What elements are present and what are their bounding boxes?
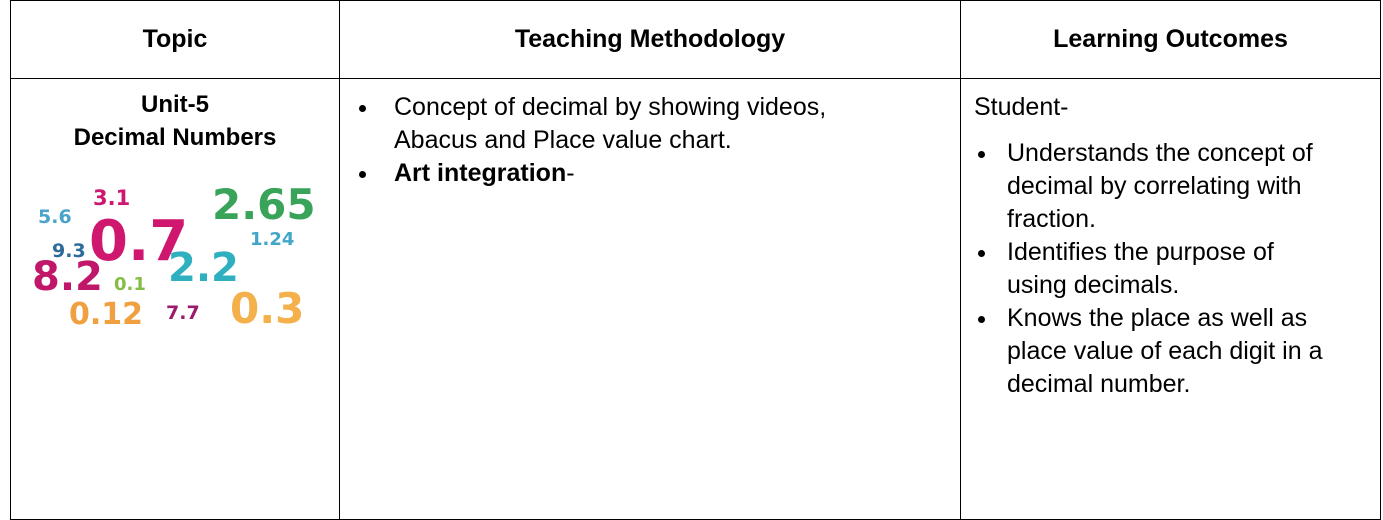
methodology-list: Concept of decimal by showing videos, Ab… [340, 79, 960, 190]
list-item: Art integration- [340, 157, 854, 190]
bullet-icon [978, 316, 985, 323]
illustration-number: 5.6 [38, 206, 72, 228]
illustration-number: 0.1 [114, 274, 146, 295]
illustration-number: 2.65 [212, 180, 316, 229]
bullet-icon [359, 171, 366, 178]
list-item: Understands the concept of decimal by co… [961, 137, 1337, 236]
topic-name: Decimal Numbers [73, 124, 277, 151]
illustration-number: 2.2 [168, 245, 239, 291]
outcome-text: Identifies the purpose of using decimals… [1007, 238, 1274, 299]
list-item: Knows the place as well as place value o… [961, 302, 1337, 401]
header-learning-outcomes: Learning Outcomes [960, 0, 1381, 79]
list-item: Identifies the purpose of using decimals… [961, 236, 1337, 302]
illustration-number: 3.1 [93, 186, 130, 210]
outcomes-list: Understands the concept of decimal by co… [961, 124, 1380, 401]
outcomes-intro: Student- [974, 93, 1069, 121]
illustration-number: 9.3 [52, 240, 86, 262]
lesson-plan-table: Topic Teaching Methodology Learning Outc… [10, 0, 1381, 520]
art-integration-label: Art integration [394, 159, 567, 187]
illustration-number: 8.2 [32, 254, 103, 300]
unit-label: Unit-5 [141, 91, 209, 118]
outcome-text: Understands the concept of decimal by co… [1007, 139, 1313, 233]
methodology-cell: Concept of decimal by showing videos, Ab… [339, 78, 961, 520]
illustration-number: 0.7 [89, 209, 188, 274]
bullet-icon [359, 105, 366, 112]
topic-cell: Unit-5 Decimal Numbers 5.6 3.1 2.65 9.3 … [10, 78, 340, 520]
header-topic: Topic [10, 0, 340, 79]
outcomes-cell: Student- Understands the concept of deci… [960, 78, 1381, 520]
outcome-text: Knows the place as well as place value o… [1007, 304, 1323, 398]
illustration-number: 0.12 [69, 297, 143, 332]
bullet-icon [978, 250, 985, 257]
bullet-icon [978, 151, 985, 158]
methodology-text: Concept of decimal by showing videos, Ab… [394, 93, 827, 154]
decimal-numbers-illustration: 5.6 3.1 2.65 9.3 0.7 1.24 8.2 0.1 2.2 0.… [32, 180, 316, 333]
art-integration-suffix: - [566, 159, 575, 187]
illustration-number: 0.3 [230, 284, 304, 333]
content-row: Unit-5 Decimal Numbers 5.6 3.1 2.65 9.3 … [10, 78, 1381, 520]
illustration-number: 1.24 [250, 229, 294, 250]
list-item: Concept of decimal by showing videos, Ab… [340, 91, 854, 157]
header-row: Topic Teaching Methodology Learning Outc… [10, 0, 1381, 79]
illustration-number: 7.7 [166, 302, 200, 324]
header-teaching-methodology: Teaching Methodology [339, 0, 961, 79]
